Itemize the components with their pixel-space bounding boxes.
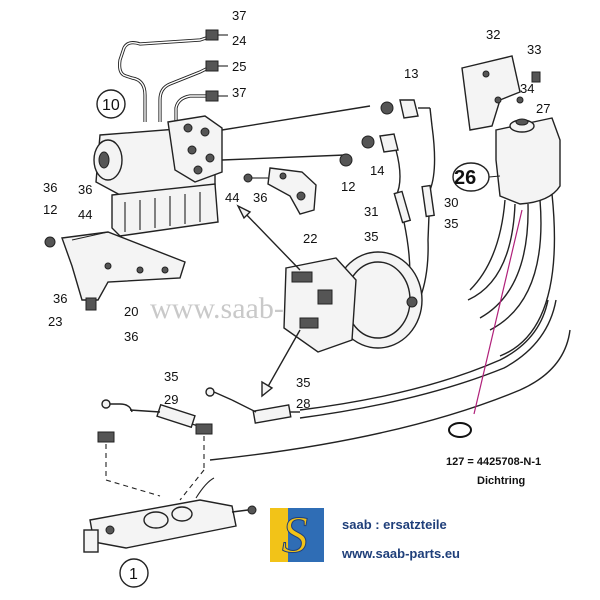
abs-unit xyxy=(93,105,371,237)
callout-35-d: 35 xyxy=(296,375,310,390)
callout-26: 26 xyxy=(454,167,476,189)
callout-32: 32 xyxy=(486,27,500,42)
fluid-reservoir xyxy=(467,117,561,357)
seal-note-part-number: 127 = 4425708-N-1 xyxy=(446,456,541,468)
seal-note: 127 = 4425708-N-1 Dichtring xyxy=(446,456,541,487)
callout-37-top: 37 xyxy=(232,8,246,23)
callout-27: 27 xyxy=(536,101,550,116)
brand-url-link[interactable]: www.saab-parts.eu xyxy=(341,546,460,561)
callout-36-d: 36 xyxy=(53,291,67,306)
callout-12-left: 12 xyxy=(43,202,57,217)
callout-20: 20 xyxy=(124,304,138,319)
callout-33: 33 xyxy=(527,42,541,57)
callout-35-b: 35 xyxy=(364,229,378,244)
brake-lines-top xyxy=(118,29,228,122)
callout-28: 28 xyxy=(296,396,310,411)
callout-labels: 10 1 26 37 24 25 37 32 33 34 27 13 14 12… xyxy=(43,8,550,588)
callout-44-mid: 44 xyxy=(225,190,239,205)
callout-36-a: 36 xyxy=(43,180,57,195)
callout-10: 10 xyxy=(102,97,120,114)
abs-bracket xyxy=(44,231,186,311)
callout-22: 22 xyxy=(303,231,317,246)
callout-34: 34 xyxy=(520,81,534,96)
seal-marker xyxy=(448,209,523,438)
hoses xyxy=(209,221,571,461)
brand-block: S saab : ersatzteile www.saab-parts.eu xyxy=(270,507,460,565)
seal-note-description: Dichtring xyxy=(477,475,525,487)
brand-logo: S xyxy=(270,507,324,565)
callout-35-a: 35 xyxy=(444,216,458,231)
master-cylinder xyxy=(83,477,257,553)
callout-13: 13 xyxy=(404,66,418,81)
callout-44-left: 44 xyxy=(78,207,92,222)
callout-12-right: 12 xyxy=(341,179,355,194)
sensor-parts xyxy=(339,99,436,241)
callout-24: 24 xyxy=(232,33,246,48)
seal-ring-icon xyxy=(448,422,472,438)
callout-25: 25 xyxy=(232,59,246,74)
callout-36-e: 36 xyxy=(124,329,138,344)
callout-1: 1 xyxy=(129,566,138,583)
lower-hoses xyxy=(97,387,300,501)
callout-36-mid: 36 xyxy=(253,190,267,205)
callout-29: 29 xyxy=(164,392,178,407)
callout-30: 30 xyxy=(444,195,458,210)
reservoir-bracket xyxy=(461,55,541,131)
callout-37-bottom: 37 xyxy=(232,85,246,100)
logo-letter: S xyxy=(282,507,308,564)
brand-name: saab : ersatzteile xyxy=(342,517,447,532)
callout-14: 14 xyxy=(370,163,384,178)
callout-23: 23 xyxy=(48,314,62,329)
bracket-22 xyxy=(243,167,317,215)
callout-31: 31 xyxy=(364,204,378,219)
callout-35-c: 35 xyxy=(164,369,178,384)
callout-36-b: 36 xyxy=(78,182,92,197)
brake-booster xyxy=(236,204,423,398)
